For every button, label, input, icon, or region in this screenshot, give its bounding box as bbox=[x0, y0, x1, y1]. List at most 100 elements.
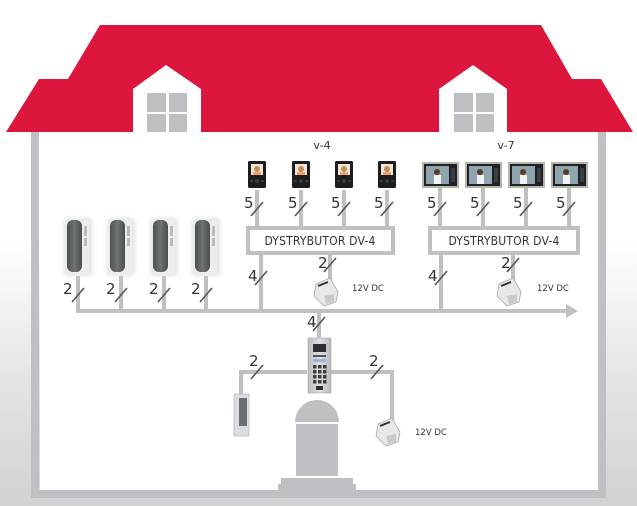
wire-count-label: 5 bbox=[244, 194, 254, 212]
window-pane bbox=[476, 114, 494, 132]
monitor-v4-icon bbox=[248, 161, 266, 188]
keypad-key bbox=[323, 380, 327, 384]
wire-count-label: 4 bbox=[307, 313, 317, 331]
wire-count-label: 4 bbox=[428, 267, 438, 285]
keypad-key bbox=[313, 365, 317, 369]
power-supply-icon bbox=[375, 417, 401, 447]
wire-slash bbox=[380, 201, 394, 217]
keypad-key bbox=[318, 370, 322, 374]
group-title-v4: v-4 bbox=[313, 139, 330, 152]
dormer-left bbox=[133, 65, 201, 132]
psu-entrance-label: 12V DC bbox=[415, 428, 447, 438]
wire-count-label: 2 bbox=[318, 254, 328, 272]
wire-slash bbox=[434, 270, 448, 286]
wire-count-label: 2 bbox=[149, 280, 159, 298]
wire-count-label: 5 bbox=[331, 194, 341, 212]
psu-v4 bbox=[313, 277, 339, 307]
dormer-right bbox=[439, 65, 507, 132]
wire-slash bbox=[199, 287, 213, 303]
wire-count-label: 5 bbox=[374, 194, 384, 212]
wire-slash bbox=[312, 316, 326, 332]
wire-slash bbox=[506, 257, 520, 273]
wire-slash bbox=[157, 287, 171, 303]
entrance-psu-wire bbox=[331, 370, 394, 420]
wire-count-label: 2 bbox=[191, 280, 201, 298]
wire-count-label: 5 bbox=[513, 194, 523, 212]
group-title-v7: v-7 bbox=[497, 139, 514, 152]
wire-count-label: 5 bbox=[556, 194, 566, 212]
monitor-v7-icon bbox=[465, 162, 502, 188]
wire-slash bbox=[323, 257, 337, 273]
keypad-key bbox=[323, 365, 327, 369]
wire-count-label: 2 bbox=[63, 280, 73, 298]
distributor-v7: DYSTRYBUTOR DV-4 bbox=[428, 226, 580, 255]
handset-icon bbox=[192, 218, 220, 276]
wire-count-label: 5 bbox=[288, 194, 298, 212]
distributor-v7-label: DYSTRYBUTOR DV-4 bbox=[448, 234, 559, 248]
wire-count-label: 4 bbox=[248, 267, 258, 285]
distributor-v4: DYSTRYBUTOR DV-4 bbox=[246, 226, 395, 255]
entrance-panel bbox=[307, 337, 332, 394]
wire-slash bbox=[433, 201, 447, 217]
window-pane bbox=[147, 93, 166, 112]
wire-slash bbox=[250, 364, 264, 380]
window-pane bbox=[454, 114, 473, 132]
electric-lock bbox=[233, 393, 250, 437]
wire-slash bbox=[71, 287, 85, 303]
keypad-key bbox=[318, 375, 322, 379]
wire-slash bbox=[254, 270, 268, 286]
monitor-v4-icon bbox=[292, 161, 310, 188]
keypad-key bbox=[313, 375, 317, 379]
wire-count-labels: 2 2 2 2 5 5 5 5 5 5 5 5 4 4 2 2 4 2 2 bbox=[63, 194, 566, 370]
keypad-key bbox=[318, 380, 322, 384]
monitor-v7-icon bbox=[508, 162, 545, 188]
distributor-v4-label: DYSTRYBUTOR DV-4 bbox=[264, 234, 375, 248]
wire-slash bbox=[476, 201, 490, 217]
wire-count-label: 2 bbox=[249, 352, 259, 370]
handset-icon bbox=[150, 218, 178, 276]
psu-v4-label: 12V DC bbox=[352, 284, 384, 294]
wire-count-label: 2 bbox=[369, 352, 379, 370]
handset-group bbox=[64, 218, 220, 276]
handset-icon bbox=[107, 218, 135, 276]
monitor-v4-icon bbox=[335, 161, 353, 188]
keypad-key bbox=[323, 370, 327, 374]
wire-slash bbox=[519, 201, 533, 217]
entrance-door bbox=[278, 400, 356, 490]
keypad-key bbox=[313, 380, 317, 384]
psu-v7 bbox=[496, 277, 522, 307]
wire-count-label: 5 bbox=[470, 194, 480, 212]
wire-slash bbox=[337, 201, 351, 217]
bus-arrow-icon bbox=[566, 304, 578, 318]
psu-entrance bbox=[375, 417, 401, 447]
monitor-group-v4 bbox=[248, 161, 396, 188]
display bbox=[313, 359, 326, 362]
wire-markers bbox=[71, 201, 576, 380]
window-pane bbox=[476, 93, 494, 112]
monitor-v4-icon bbox=[378, 161, 396, 188]
wire-slash bbox=[114, 287, 128, 303]
wire-count-label: 5 bbox=[427, 194, 437, 212]
handset-icon bbox=[64, 218, 92, 276]
window-pane bbox=[147, 114, 166, 132]
roof bbox=[6, 25, 633, 132]
keypad-key bbox=[323, 375, 327, 379]
wire-slash bbox=[562, 201, 576, 217]
wire-slash bbox=[250, 201, 264, 217]
monitor-v7-icon bbox=[422, 162, 459, 188]
window-pane bbox=[169, 93, 187, 112]
window-pane bbox=[454, 93, 473, 112]
lock-wire bbox=[239, 370, 307, 395]
wire-count-label: 2 bbox=[501, 254, 511, 272]
psu-v7-label: 12V DC bbox=[537, 284, 569, 294]
wire-slash bbox=[294, 201, 308, 217]
keypad-icon bbox=[313, 365, 327, 384]
monitor-v7-icon bbox=[551, 162, 588, 188]
wire-slash bbox=[370, 364, 384, 380]
keypad-key bbox=[318, 365, 322, 369]
power-supply-icon bbox=[313, 277, 339, 307]
wire-count-label: 2 bbox=[106, 280, 116, 298]
camera-screen bbox=[313, 344, 326, 352]
monitor-group-v7 bbox=[422, 162, 588, 188]
